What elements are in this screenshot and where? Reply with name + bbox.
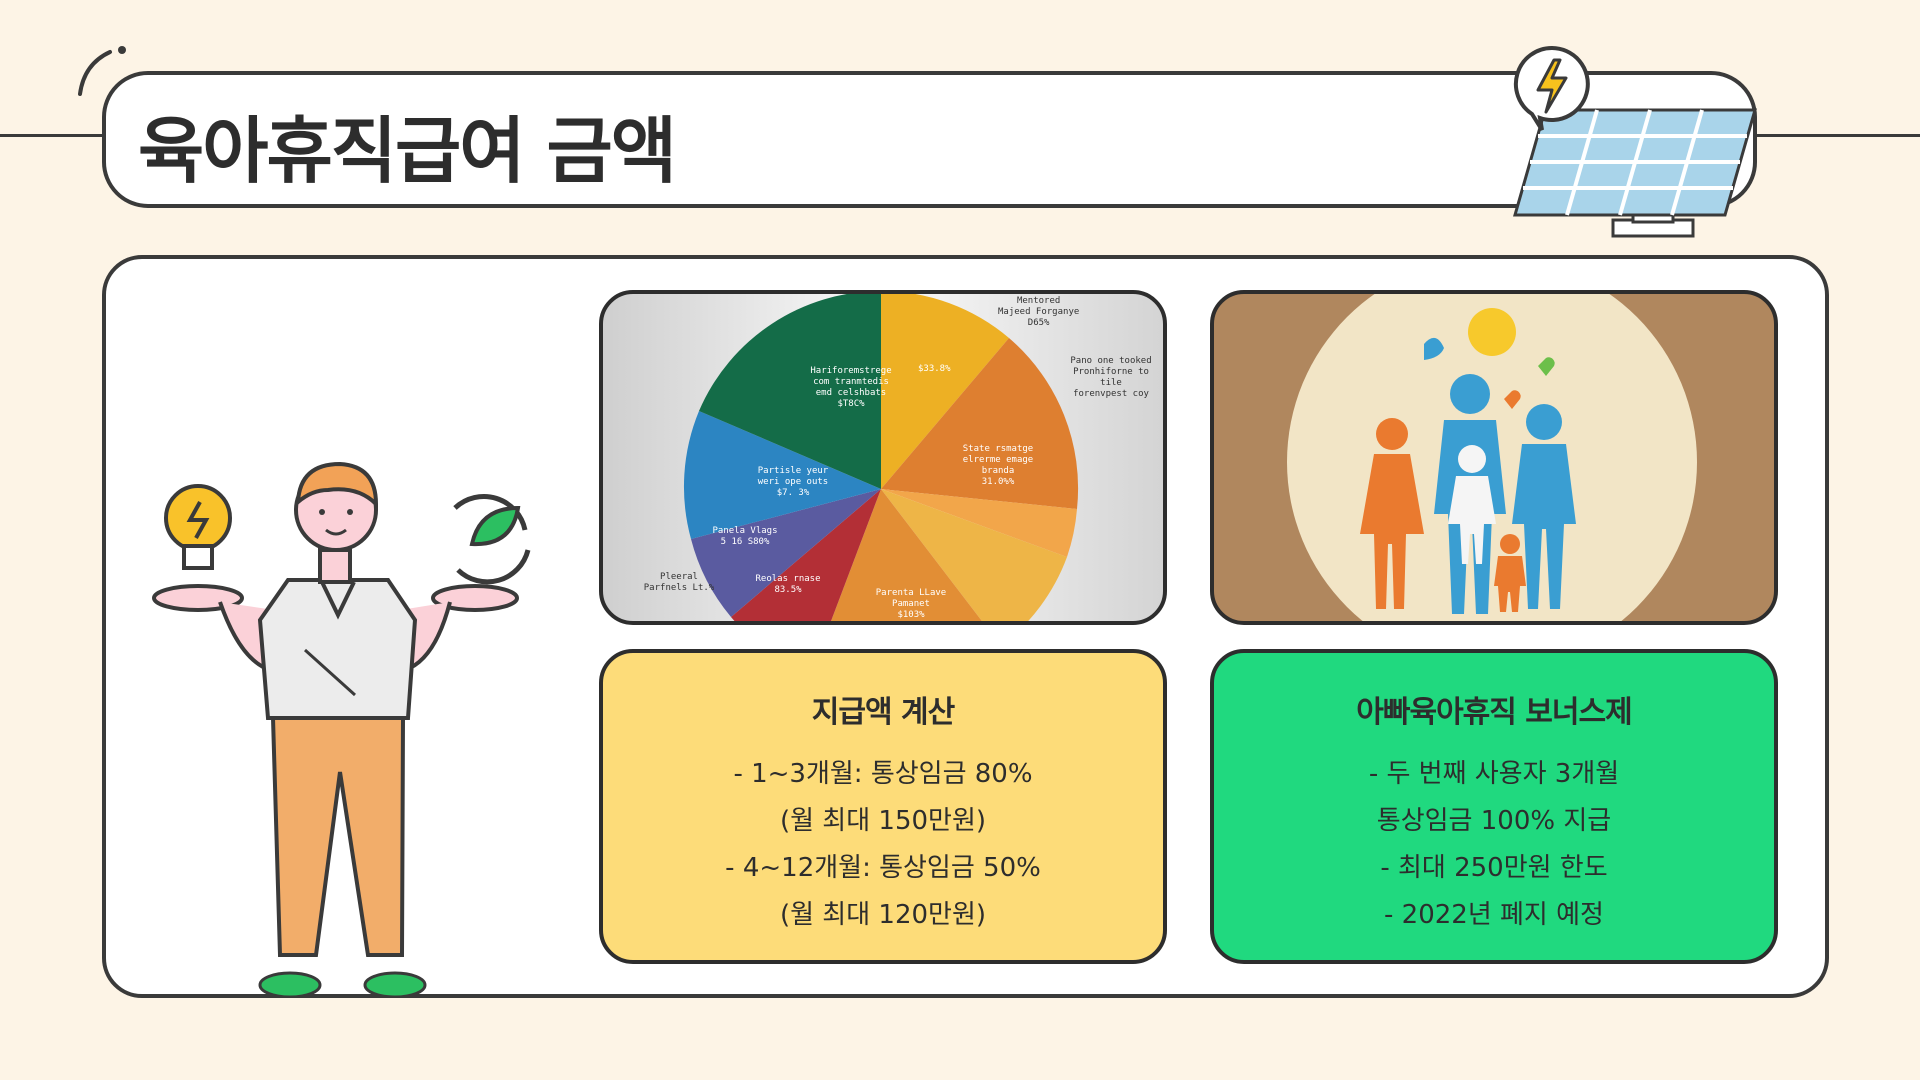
card-line: 통상임금 100% 지급 — [1376, 806, 1612, 836]
decorative-arc-icon — [78, 46, 126, 96]
lightning-bubble-icon — [1513, 45, 1590, 132]
payment-calculation-card: 지급액 계산 - 1~3개월: 통상임금 80% (월 최대 150만원) - … — [599, 649, 1167, 964]
recycle-leaf-icon — [453, 494, 531, 585]
pie-chart-graphic — [683, 294, 1079, 621]
card-line: - 2022년 폐지 예정 — [1384, 900, 1604, 930]
pie-label: $33.8% — [918, 364, 951, 374]
card-title: 아빠육아휴직 보너스제 — [1356, 695, 1632, 730]
family-illustration — [1287, 294, 1697, 621]
divider-line-right — [1755, 134, 1920, 137]
card-line: - 4~12개월: 통상임금 50% — [725, 853, 1041, 883]
solar-panel-icon — [1513, 108, 1757, 238]
person-illustration — [152, 461, 531, 998]
father-bonus-card: 아빠육아휴직 보너스제 - 두 번째 사용자 3개월 통상임금 100% 지급 … — [1210, 649, 1778, 964]
card-line: (월 최대 150만원) — [779, 806, 987, 836]
card-title: 지급액 계산 — [811, 695, 955, 730]
family-image — [1210, 290, 1778, 625]
divider-line-left — [0, 134, 104, 137]
page-title: 육아휴직급여 금액 — [138, 109, 677, 193]
lightbulb-icon — [164, 484, 232, 570]
card-line: - 1~3개월: 통상임금 80% — [733, 759, 1033, 789]
card-line: - 최대 250만원 한도 — [1380, 853, 1608, 883]
card-line: (월 최대 120만원) — [779, 900, 987, 930]
title-bar — [102, 71, 1757, 208]
card-line: - 두 번째 사용자 3개월 — [1368, 759, 1620, 789]
